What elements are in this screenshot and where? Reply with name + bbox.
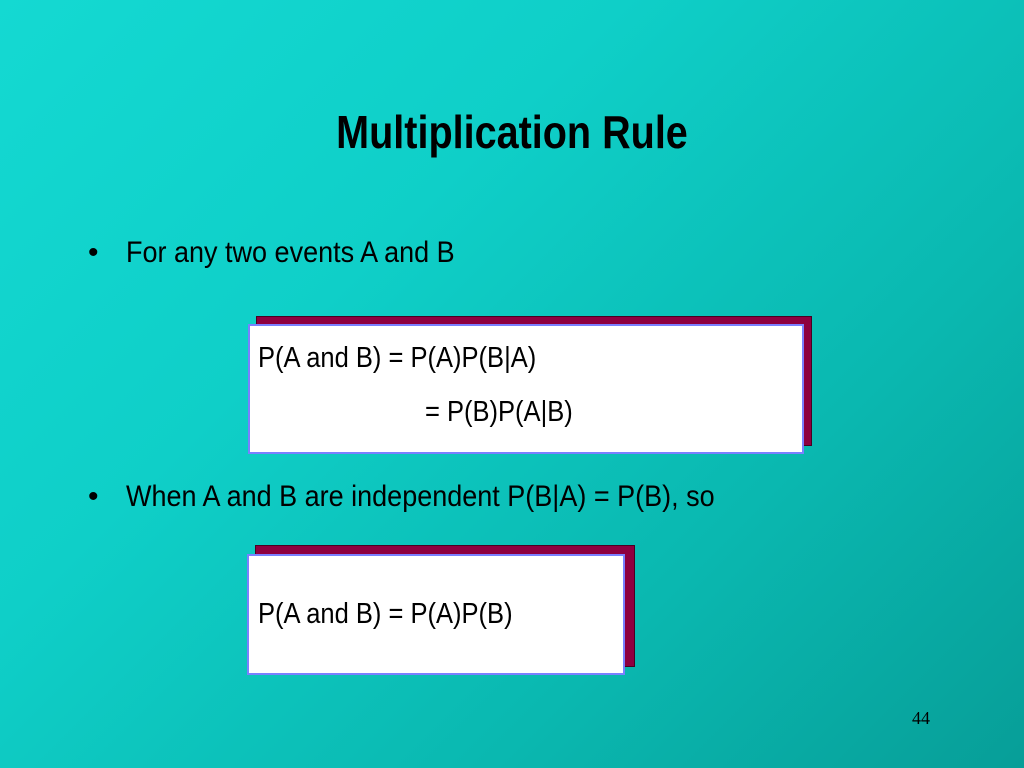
formula-line: P(A and B) = P(A)P(B|A) [258,342,537,374]
bullet-marker: • [88,236,99,269]
formula-box-independent: P(A and B) = P(A)P(B) [247,545,635,676]
bullet-item: • When A and B are independent P(B|A) = P… [88,480,780,514]
formula-box-general: P(A and B) = P(A)P(B|A) = P(B)P(A|B) [248,316,814,454]
bullet-text: When A and B are independent P(B|A) = P(… [126,480,715,513]
bullet-marker: • [88,480,99,513]
formula-box-face [247,554,625,675]
formula-line: = P(B)P(A|B) [425,396,573,428]
formula-line: P(A and B) = P(A)P(B) [258,598,513,630]
bullet-text: For any two events A and B [126,236,455,269]
formula-box-face [248,324,804,454]
slide-title: Multiplication Rule [336,106,688,158]
page-number: 44 [912,708,930,728]
bullet-item: • For any two events A and B [88,236,491,270]
